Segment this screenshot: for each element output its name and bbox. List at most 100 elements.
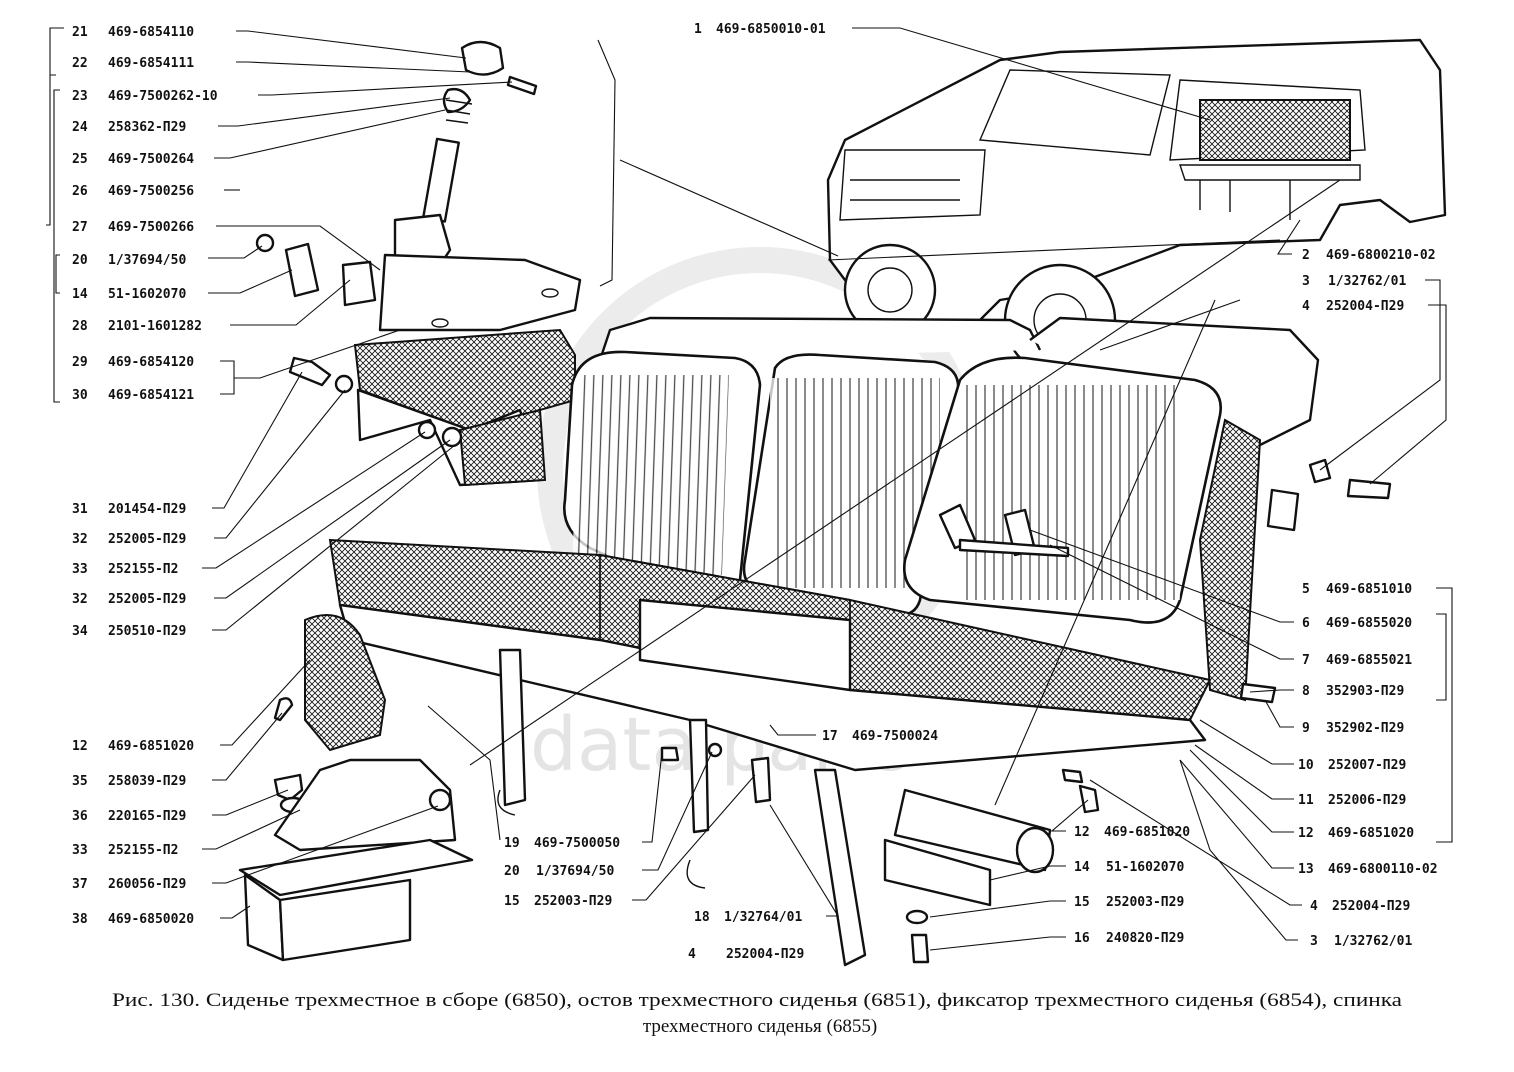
callout-code: 252155-П2	[108, 843, 178, 858]
callout-code: 469-7500266	[108, 220, 194, 235]
callout-code: 469-7500264	[108, 152, 194, 167]
callout-code: 51-1602070	[1106, 860, 1184, 875]
callout-num: 30	[72, 388, 88, 403]
figure-caption: Рис. 130. Сиденье трехместное в сборе (6…	[112, 990, 1403, 1037]
callout-code: 1/32764/01	[724, 910, 802, 925]
callout-num: 21	[72, 25, 88, 40]
callout-num: 34	[72, 624, 88, 639]
callout-code: 469-6800110-02	[1328, 862, 1438, 877]
callout-code: 2101-1601282	[108, 319, 202, 334]
callout-num: 35	[72, 774, 88, 789]
callouts-bottom: 17 469-7500024 19 469-7500050 20 1/37694…	[504, 729, 1190, 962]
callout-num: 31	[72, 502, 88, 517]
caption-line-2: трехместного сиденья (6855)	[643, 1016, 877, 1037]
callout-code: 469-6855020	[1326, 616, 1412, 631]
callout-num: 9	[1302, 721, 1310, 736]
callout-code: 469-6855021	[1326, 653, 1412, 668]
callout-num: 3	[1310, 934, 1318, 949]
callout-num: 16	[1074, 931, 1090, 946]
callout-num: 6	[1302, 616, 1310, 631]
callout-num: 5	[1302, 582, 1310, 597]
callout-code: 240820-П29	[1106, 931, 1184, 946]
callout-code: 250510-П29	[108, 624, 186, 639]
callout-code: 201454-П29	[108, 502, 186, 517]
callout-num: 18	[694, 910, 710, 925]
seat-illustration	[328, 316, 1392, 967]
callout-code: 469-7500050	[534, 836, 620, 851]
callout-code: 469-6854111	[108, 56, 194, 71]
callout-num: 4	[1302, 299, 1310, 314]
bracket-illustration	[238, 614, 474, 962]
callout-num: 29	[72, 355, 88, 370]
callout-code: 252005-П29	[108, 592, 186, 607]
callout-code: 469-6851020	[108, 739, 194, 754]
callout-num: 14	[72, 287, 88, 302]
callout-code: 469-6850020	[108, 912, 194, 927]
callout-num: 4	[688, 947, 696, 962]
callout-code: 469-6851010	[1326, 582, 1412, 597]
callout-code: 252155-П2	[108, 562, 178, 577]
callout-code: 469-6854110	[108, 25, 194, 40]
callout-num: 27	[72, 220, 88, 235]
callout-code: 1/32762/01	[1328, 274, 1406, 289]
callout-code: 252003-П29	[534, 894, 612, 909]
callout-code: 51-1602070	[108, 287, 186, 302]
callout-num: 12	[1298, 826, 1314, 841]
callout-num: 3	[1302, 274, 1310, 289]
callout-code: 220165-П29	[108, 809, 186, 824]
callout-code: 258362-П29	[108, 120, 186, 135]
callout-code: 469-6854121	[108, 388, 194, 403]
callout-code: 469-7500024	[852, 729, 938, 744]
callout-code: 469-7500262-10	[108, 89, 218, 104]
callout-num: 17	[822, 729, 838, 744]
callouts-left: 21 469-6854110 22 469-6854111 23 469-750…	[72, 25, 218, 927]
callouts-right: 1 469-6850010-01 2 469-6800210-02 3 1/32…	[694, 22, 1438, 949]
callout-num: 20	[504, 864, 520, 879]
callout-code: 1/32762/01	[1334, 934, 1412, 949]
callout-num: 37	[72, 877, 88, 892]
callout-num: 14	[1074, 860, 1090, 875]
callout-code: 1/37694/50	[536, 864, 614, 879]
callout-num: 20	[72, 253, 88, 268]
callout-num: 10	[1298, 758, 1314, 773]
callout-code: 258039-П29	[108, 774, 186, 789]
callout-num: 12	[1074, 825, 1090, 840]
callout-code: 469-6851020	[1104, 825, 1190, 840]
callout-code: 469-6854120	[108, 355, 194, 370]
callout-num: 33	[72, 843, 88, 858]
callout-code: 352902-П29	[1326, 721, 1404, 736]
leader-lines	[46, 27, 1453, 951]
callout-code: 469-6851020	[1328, 826, 1414, 841]
callout-num: 15	[1074, 895, 1090, 910]
callout-num: 23	[72, 89, 88, 104]
callout-num: 7	[1302, 653, 1310, 668]
callout-num: 22	[72, 56, 88, 71]
latch-assembly-illustration	[255, 39, 616, 487]
callout-code: 260056-П29	[108, 877, 186, 892]
callout-num: 4	[1310, 899, 1318, 914]
callout-code: 469-7500256	[108, 184, 194, 199]
callout-num: 13	[1298, 862, 1314, 877]
callout-num: 11	[1298, 793, 1314, 808]
callout-code: 252004-П29	[1332, 899, 1410, 914]
callout-num: 26	[72, 184, 88, 199]
callout-code: 252005-П29	[108, 532, 186, 547]
callout-num: 15	[504, 894, 520, 909]
callout-num: 1	[694, 22, 702, 37]
callout-num: 8	[1302, 684, 1310, 699]
callout-num: 33	[72, 562, 88, 577]
callout-num: 32	[72, 592, 88, 607]
callout-code: 252004-П29	[726, 947, 804, 962]
callout-code: 469-6800210-02	[1326, 248, 1436, 263]
caption-line-1: Рис. 130. Сиденье трехместное в сборе (6…	[112, 990, 1403, 1011]
callout-code: 252007-П29	[1328, 758, 1406, 773]
callout-num: 2	[1302, 248, 1310, 263]
callout-code: 252004-П29	[1326, 299, 1404, 314]
callout-num: 36	[72, 809, 88, 824]
callout-num: 24	[72, 120, 88, 135]
callout-num: 28	[72, 319, 88, 334]
callout-num: 12	[72, 739, 88, 754]
callout-num: 38	[72, 912, 88, 927]
callout-code: 252003-П29	[1106, 895, 1184, 910]
